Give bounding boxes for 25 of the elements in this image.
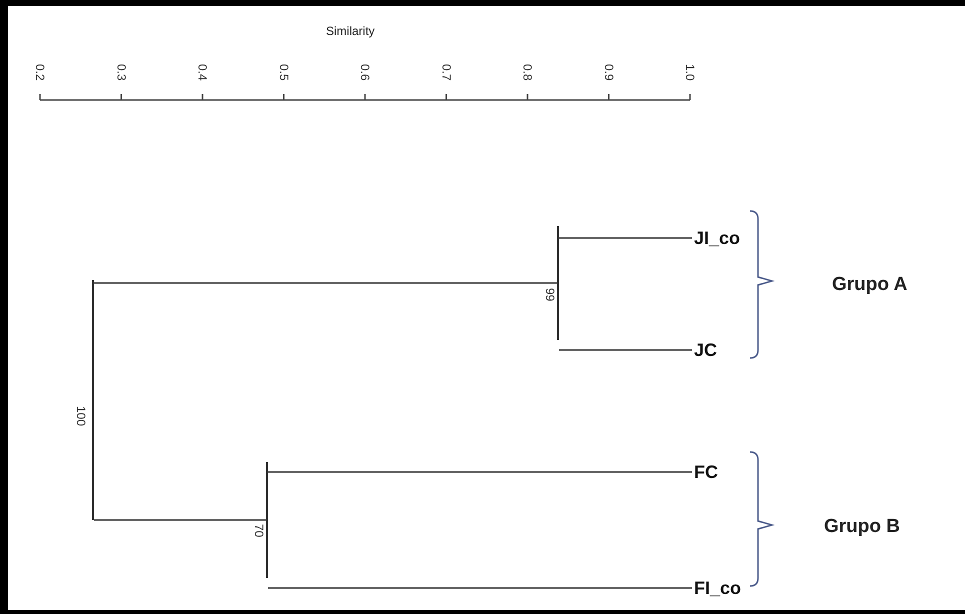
group-label: Grupo B xyxy=(824,516,900,538)
tick-label: 0.2 xyxy=(33,64,46,81)
tree-branch xyxy=(268,471,692,473)
leaf-label: FC xyxy=(694,462,718,482)
axis-title: Similarity xyxy=(326,24,375,38)
tick-label: 0.8 xyxy=(520,64,534,81)
tree-branch xyxy=(94,282,557,284)
bootstrap-value: 100 xyxy=(74,406,87,426)
tick-label: 0.9 xyxy=(602,64,615,81)
tick-label: 0.6 xyxy=(358,64,371,81)
tick-label: 1.0 xyxy=(683,64,696,81)
tree-branch xyxy=(559,237,692,239)
bootstrap-value: 70 xyxy=(252,524,265,538)
tree-branch xyxy=(94,519,266,521)
group-label: Grupo A xyxy=(832,274,908,296)
tick-label: 0.3 xyxy=(114,64,128,81)
bootstrap-value: 99 xyxy=(543,288,556,302)
leaf-label: JI_co xyxy=(694,228,740,248)
tick-label: 0.5 xyxy=(276,64,290,81)
leaf-label: FI_co xyxy=(694,578,742,598)
tree-branch xyxy=(268,587,692,589)
leaf-label: JC xyxy=(694,340,718,360)
tick-label: 0.4 xyxy=(196,64,208,81)
tree-branch xyxy=(559,349,692,351)
tick-label: 0.7 xyxy=(439,64,452,81)
